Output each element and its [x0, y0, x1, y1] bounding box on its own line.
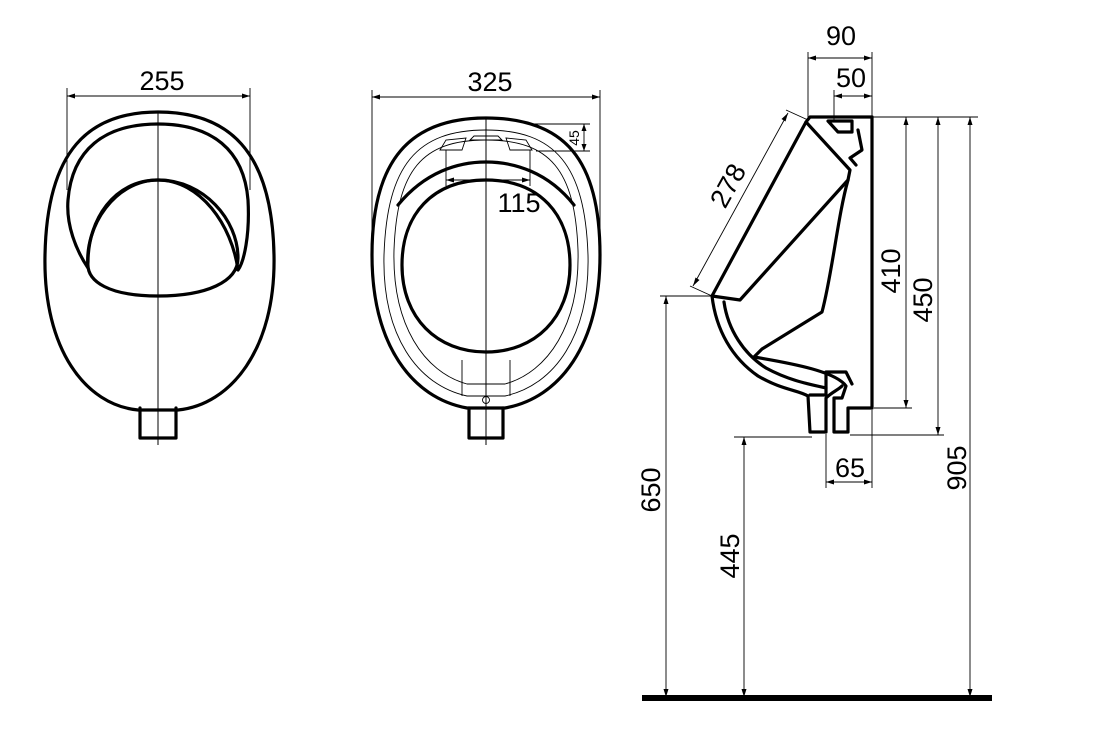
side-height-410-label: 410 [876, 248, 906, 293]
front-width-label: 255 [139, 66, 184, 96]
side-bowl-front [710, 294, 844, 434]
side-diagonal-label: 278 [704, 159, 752, 213]
top-115-arrow-right [522, 177, 530, 183]
top-inlet-slot-right [505, 137, 533, 151]
top-view: 325 45 115 [370, 67, 602, 445]
side-450-arrow-bottom [935, 427, 941, 435]
side-outlet-width-label: 65 [835, 453, 865, 483]
side-278-dim-line [692, 112, 789, 287]
side-65-arrow-right [864, 479, 872, 485]
top-dim-arrow-left [372, 94, 380, 100]
top-45-arrow-top [581, 124, 587, 131]
top-45-label: 45 [566, 130, 582, 146]
side-650-arrow-bottom [663, 689, 669, 697]
top-inlet-slot-left [439, 137, 467, 151]
side-445-arrow-top [741, 437, 747, 445]
side-65-arrow-left [826, 479, 834, 485]
side-top-width-label: 90 [826, 21, 856, 51]
side-90-arrow-right [864, 55, 872, 61]
front-dim-arrow-right [242, 93, 250, 99]
side-outer-profile [752, 115, 874, 434]
side-650-arrow-top [663, 296, 669, 304]
top-inlet-slot-center [468, 135, 504, 141]
rim-height-label: 650 [636, 467, 666, 512]
top-45-arrow-bottom [581, 144, 587, 151]
side-278-arrow-bottom [693, 277, 700, 286]
top-inner-width-label: 115 [497, 188, 540, 218]
side-total-height-label: 905 [942, 445, 972, 490]
side-view: 90 50 278 410 450 905 [636, 21, 992, 701]
side-inlet-width-label: 50 [836, 63, 866, 93]
side-90-arrow-left [808, 55, 816, 61]
side-lip [710, 120, 850, 302]
side-50-arrow-left [834, 93, 842, 99]
side-278-ext-top [785, 109, 809, 121]
side-905-arrow-bottom [967, 689, 973, 697]
side-450-arrow-top [935, 117, 941, 125]
side-50-arrow-right [864, 93, 872, 99]
top-width-label: 325 [467, 67, 512, 97]
side-height-450-label: 450 [908, 277, 938, 322]
top-dim-arrow-right [592, 94, 600, 100]
front-bowl [86, 178, 240, 298]
side-445-arrow-bottom [741, 689, 747, 697]
side-410-arrow-top [903, 117, 909, 125]
side-278-ext-bottom [689, 285, 713, 297]
side-bowl-inner [722, 300, 828, 390]
side-905-arrow-top [967, 117, 973, 125]
front-dim-arrow-left [67, 93, 75, 99]
top-115-arrow-left [446, 177, 454, 183]
side-inlet [826, 119, 854, 134]
side-410-arrow-bottom [903, 400, 909, 408]
outlet-height-label: 445 [715, 533, 745, 578]
front-view: 255 [43, 66, 276, 445]
side-inlet-channel [848, 128, 864, 167]
side-trap [808, 370, 854, 397]
floor-line [642, 695, 992, 701]
front-body-outline [43, 110, 276, 412]
side-278-arrow-top [781, 113, 788, 122]
